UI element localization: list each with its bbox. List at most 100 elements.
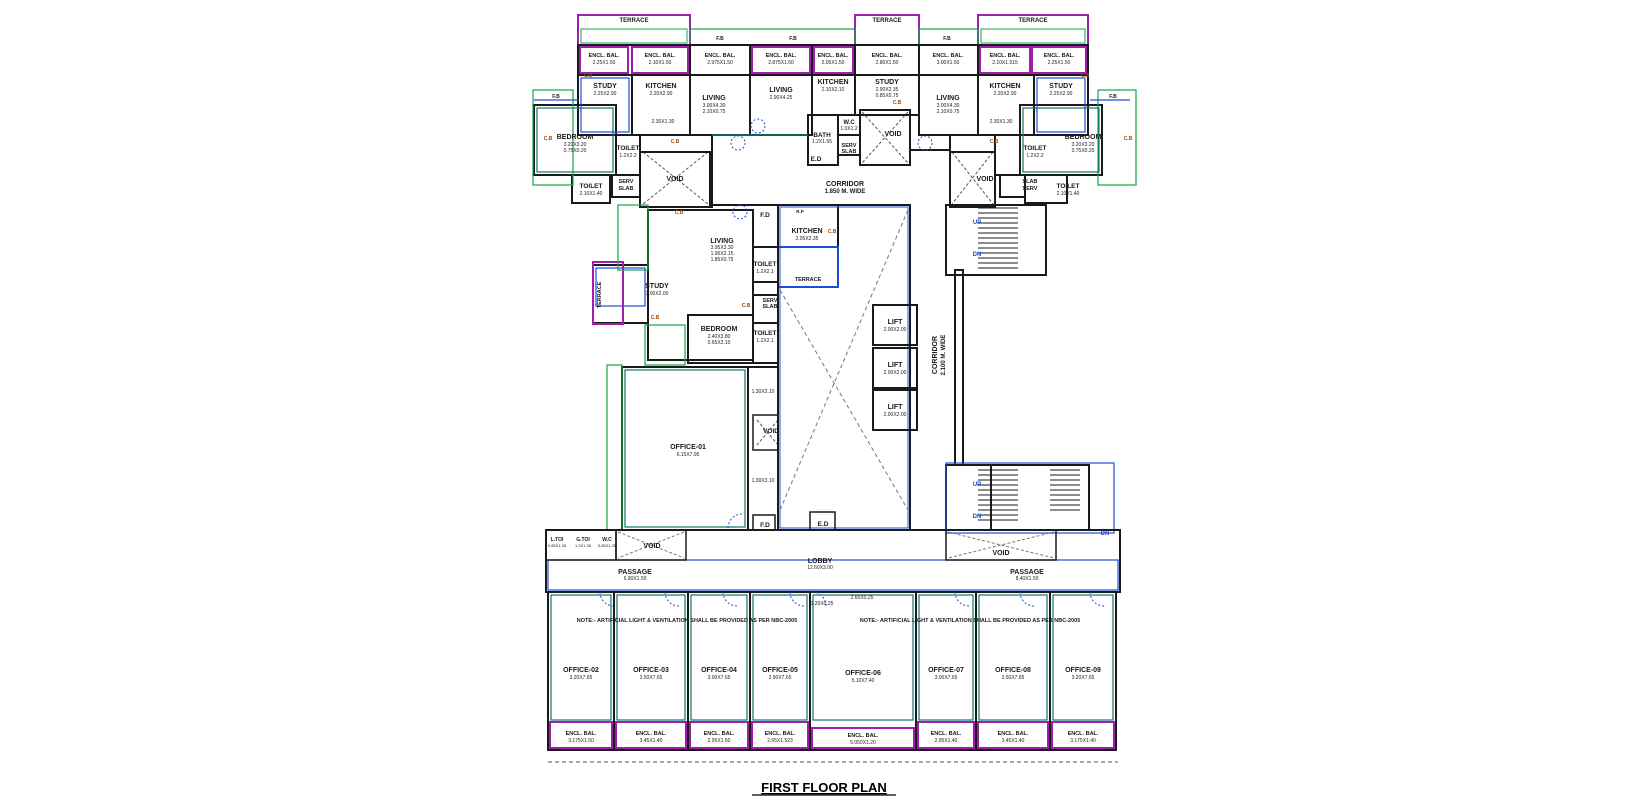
bedroom-label: BEDROOM bbox=[1065, 134, 1102, 141]
study-dim: 0.85X0.75 bbox=[876, 93, 899, 99]
office-dim: 5.10X7.40 bbox=[852, 678, 875, 684]
passage-label: PASSAGE bbox=[1010, 569, 1044, 576]
living-dim: 2.10X0.75 bbox=[937, 109, 960, 115]
fd-label: F.D bbox=[760, 522, 770, 529]
toilet-dim: 1.2X2.2 bbox=[1026, 153, 1043, 159]
encl-bal-label: ENCL. BAL. bbox=[1044, 53, 1075, 59]
bedroom-dim: 0.65X2.10 bbox=[708, 340, 731, 346]
kitchen-dim: 2.10X2.10 bbox=[822, 87, 845, 93]
encl-bal-dim: 2.975X1.50 bbox=[707, 60, 733, 66]
terrace-label: TERRACE bbox=[597, 281, 603, 308]
toilet-label: TOILET bbox=[1024, 145, 1047, 152]
encl-bal-label: ENCL. BAL. bbox=[636, 731, 667, 737]
office-dim: 3.00X7.65 bbox=[935, 675, 958, 681]
office-label: OFFICE-09 bbox=[1065, 667, 1101, 674]
encl-bal-label: ENCL. BAL. bbox=[704, 731, 735, 737]
lower-offices bbox=[547, 591, 1117, 751]
lift-shafts bbox=[872, 304, 918, 431]
cb-label: C.B bbox=[990, 139, 999, 145]
encl-bal-dim: 2.65X1.523 bbox=[767, 738, 793, 744]
serv-label: SERV bbox=[763, 298, 778, 304]
office-dim: 6.15X7.95 bbox=[677, 452, 700, 458]
terrace-mid-label: TERRACE bbox=[872, 18, 901, 24]
bedroom-dim: 3.20X3.20 bbox=[564, 142, 587, 148]
living-dim: 2.90X4.25 bbox=[770, 95, 793, 101]
fb-label: F.B bbox=[716, 36, 724, 42]
study-dim: 2.25X2.90 bbox=[1050, 91, 1073, 97]
living-dim: 3.95X3.30 bbox=[711, 245, 734, 251]
encl-bal-dim: 3.45X1.40 bbox=[1002, 738, 1025, 744]
cb-label: C.B bbox=[675, 210, 684, 216]
note-text: NOTE:- ARTIFICIAL LIGHT & VENTILATION SH… bbox=[860, 618, 1081, 624]
slab-label: SLAB bbox=[842, 149, 857, 155]
fb-label: F.B bbox=[789, 36, 797, 42]
terrace-left-label: TERRACE bbox=[619, 18, 648, 24]
office-label: OFFICE-06 bbox=[845, 670, 881, 677]
study-label: STUDY bbox=[875, 79, 899, 86]
cb-label: C.B bbox=[544, 136, 553, 142]
upper-enclosed-balconies bbox=[577, 44, 1089, 76]
stair-down-label: DN bbox=[973, 252, 982, 258]
office-dim: 3.50X7.65 bbox=[1002, 675, 1025, 681]
cb-label: C.B bbox=[828, 229, 837, 235]
office-label: OFFICE-02 bbox=[563, 667, 599, 674]
cb-label: C.B bbox=[1081, 73, 1090, 79]
study-dim: 3.00X2.00 bbox=[646, 291, 669, 297]
bath-label: BATH bbox=[813, 132, 831, 139]
living-dim: 3.00X4.30 bbox=[937, 103, 960, 109]
encl-bal-dim: 2.10X1.50 bbox=[649, 60, 672, 66]
kitchen-label: KITCHEN bbox=[989, 83, 1020, 90]
toilet-dim: 1.2X2.1 bbox=[756, 269, 773, 275]
dimension-label: 1.20X0.25 bbox=[811, 601, 834, 607]
dimension-label: 2.30X1.30 bbox=[990, 119, 1013, 125]
toilet-label: TOILET bbox=[580, 183, 603, 190]
ed-label: E.D bbox=[811, 156, 822, 163]
study-dim: 2.25X2.90 bbox=[594, 91, 617, 97]
encl-bal-label: ENCL. BAL. bbox=[766, 53, 797, 59]
encl-bal-dim: 2.05X1.50 bbox=[822, 60, 845, 66]
toilet-label: G.TOI bbox=[576, 537, 590, 543]
slab-label: SLAB bbox=[1023, 179, 1038, 185]
toilet-label: L.TOI bbox=[551, 537, 564, 543]
toilet-dim: 1.2X2.2 bbox=[619, 153, 636, 159]
cb-label: C.B bbox=[584, 73, 593, 79]
lobby-label: LOBBY bbox=[808, 558, 833, 565]
bedroom-label: BEDROOM bbox=[701, 326, 738, 333]
living-dim: 1.85X0.75 bbox=[711, 257, 734, 263]
void-label: VOID bbox=[976, 176, 993, 183]
toilet-label: TOILET bbox=[617, 145, 640, 152]
living-dim: 1.95X2.15 bbox=[711, 251, 734, 257]
corridor-width: 1.850 M. WIDE bbox=[825, 189, 866, 195]
encl-bal-dim: 2.25X1.50 bbox=[593, 60, 616, 66]
toilet-dim: 2.10X1.40 bbox=[580, 191, 603, 197]
living-label: LIVING bbox=[769, 87, 793, 94]
room-labels: TERRACE TERRACE TERRACE F.B F.B F.B F.B … bbox=[544, 18, 1133, 746]
encl-bal-label: ENCL. BAL. bbox=[818, 53, 849, 59]
toilet-dim: 2.10X1.40 bbox=[1057, 191, 1080, 197]
bath-dim: 1.2X1.65 bbox=[812, 139, 832, 145]
toilet-label: TOILET bbox=[1057, 183, 1080, 190]
terrace-label: TERRACE bbox=[795, 277, 822, 283]
corridor-width: 2.100 M. WIDE bbox=[941, 335, 947, 376]
encl-bal-dim: 2.80X1.50 bbox=[876, 60, 899, 66]
wc-dim: 0.85X1.35 bbox=[598, 543, 617, 548]
office-dim: 3.20X7.65 bbox=[570, 675, 593, 681]
office-dim: 3.20X7.65 bbox=[1072, 675, 1095, 681]
wc-dim: 1.0X1.2 bbox=[840, 126, 857, 132]
encl-bal-dim: 3.175X1.40 bbox=[1070, 738, 1096, 744]
dimension-label: 2.65X0.25 bbox=[851, 595, 874, 601]
toilet-dim: 0.85X1.35 bbox=[548, 543, 567, 548]
encl-bal-dim: 3.00X1.50 bbox=[937, 60, 960, 66]
slab-label: SLAB bbox=[619, 186, 634, 192]
living-label: LIVING bbox=[702, 95, 726, 102]
office-dim: 2.90X7.65 bbox=[769, 675, 792, 681]
bedroom-label: BEDROOM bbox=[557, 134, 594, 141]
stair-up-label: UP bbox=[973, 482, 981, 488]
lift-dim: 2.00X2.00 bbox=[884, 412, 907, 418]
stair-down-label: DN bbox=[973, 514, 982, 520]
rp-label: R.P bbox=[796, 209, 804, 214]
office-dim: 3.00X7.65 bbox=[708, 675, 731, 681]
encl-bal-label: ENCL. BAL. bbox=[765, 731, 796, 737]
corridor-label: CORRIDOR bbox=[932, 336, 939, 374]
